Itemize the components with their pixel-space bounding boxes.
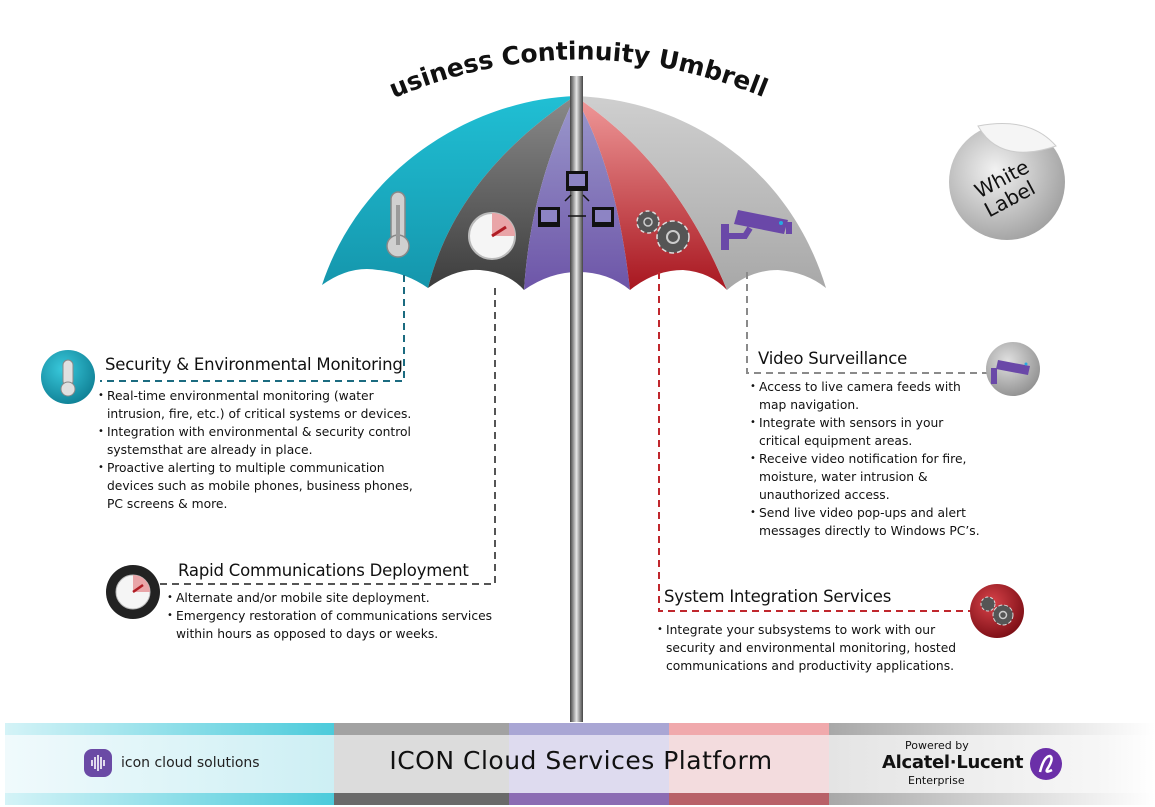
footer-band-red bbox=[669, 723, 829, 805]
security-title: Security & Environmental Monitoring bbox=[105, 355, 403, 374]
thermometer-icon bbox=[386, 191, 410, 258]
umbrella-pole bbox=[570, 76, 583, 722]
list-item: Alternate and/or mobile site deployment. bbox=[167, 589, 512, 607]
gears-icon bbox=[636, 210, 690, 254]
footer-band-light bbox=[829, 723, 1155, 805]
list-item: Proactive alerting to multiple communica… bbox=[98, 459, 413, 513]
platform-title: ICON Cloud Services Platform bbox=[389, 746, 773, 775]
rapid-title: Rapid Communications Deployment bbox=[178, 561, 469, 580]
security-bullets: Real-time environmental monitoring (wate… bbox=[98, 387, 413, 513]
rapid-badge bbox=[106, 565, 160, 619]
footer-band-purple bbox=[509, 723, 669, 805]
connector-video bbox=[746, 272, 990, 374]
security-camera-icon bbox=[721, 210, 792, 250]
connector-rapid bbox=[150, 288, 496, 585]
video-title: Video Surveillance bbox=[758, 349, 908, 368]
integration-bullets: Integrate your subsystems to work with o… bbox=[657, 621, 977, 675]
video-bullets: Access to live camera feeds with map nav… bbox=[750, 378, 985, 540]
security-badge bbox=[41, 350, 95, 404]
integration-title: System Integration Services bbox=[664, 587, 892, 606]
footer-band-teal bbox=[5, 723, 334, 805]
integration-badge bbox=[970, 584, 1024, 638]
list-item: Real-time environmental monitoring (wate… bbox=[98, 387, 413, 423]
list-item: Send live video pop-ups and alert messag… bbox=[750, 504, 985, 540]
white-label-sticker: White Label bbox=[949, 123, 1065, 240]
list-item: Access to live camera feeds with map nav… bbox=[750, 378, 985, 414]
connector-integration bbox=[658, 272, 975, 612]
icon-cloud-logo-icon bbox=[84, 749, 112, 777]
rapid-bullets: Alternate and/or mobile site deployment.… bbox=[167, 589, 512, 643]
partner-name: Alcatel·Lucent bbox=[882, 752, 1024, 773]
list-item: Integrate with sensors in your critical … bbox=[750, 414, 985, 450]
panel-teal bbox=[322, 96, 575, 288]
list-item: Receive video notification for fire, moi… bbox=[750, 450, 985, 504]
video-badge bbox=[986, 342, 1040, 396]
panel-dark-gray bbox=[428, 96, 575, 290]
title-arc: Business Continuity Umbrella bbox=[0, 0, 772, 104]
list-item: Integration with environmental & securit… bbox=[98, 423, 413, 459]
panel-light-gray bbox=[575, 96, 826, 290]
list-item: Integrate your subsystems to work with o… bbox=[657, 621, 977, 675]
list-item: Emergency restoration of communications … bbox=[167, 607, 512, 643]
powered-by-label: Powered by bbox=[905, 739, 969, 752]
stopwatch-icon bbox=[468, 212, 516, 260]
networked-computers-icon bbox=[538, 171, 614, 227]
footer-band-gray bbox=[334, 723, 509, 805]
alcatel-lucent-logo-icon bbox=[1030, 748, 1062, 780]
partner-sub: Enterprise bbox=[908, 774, 965, 787]
page-title: Business Continuity Umbrella bbox=[0, 0, 772, 104]
brand-name: icon cloud solutions bbox=[121, 755, 260, 771]
